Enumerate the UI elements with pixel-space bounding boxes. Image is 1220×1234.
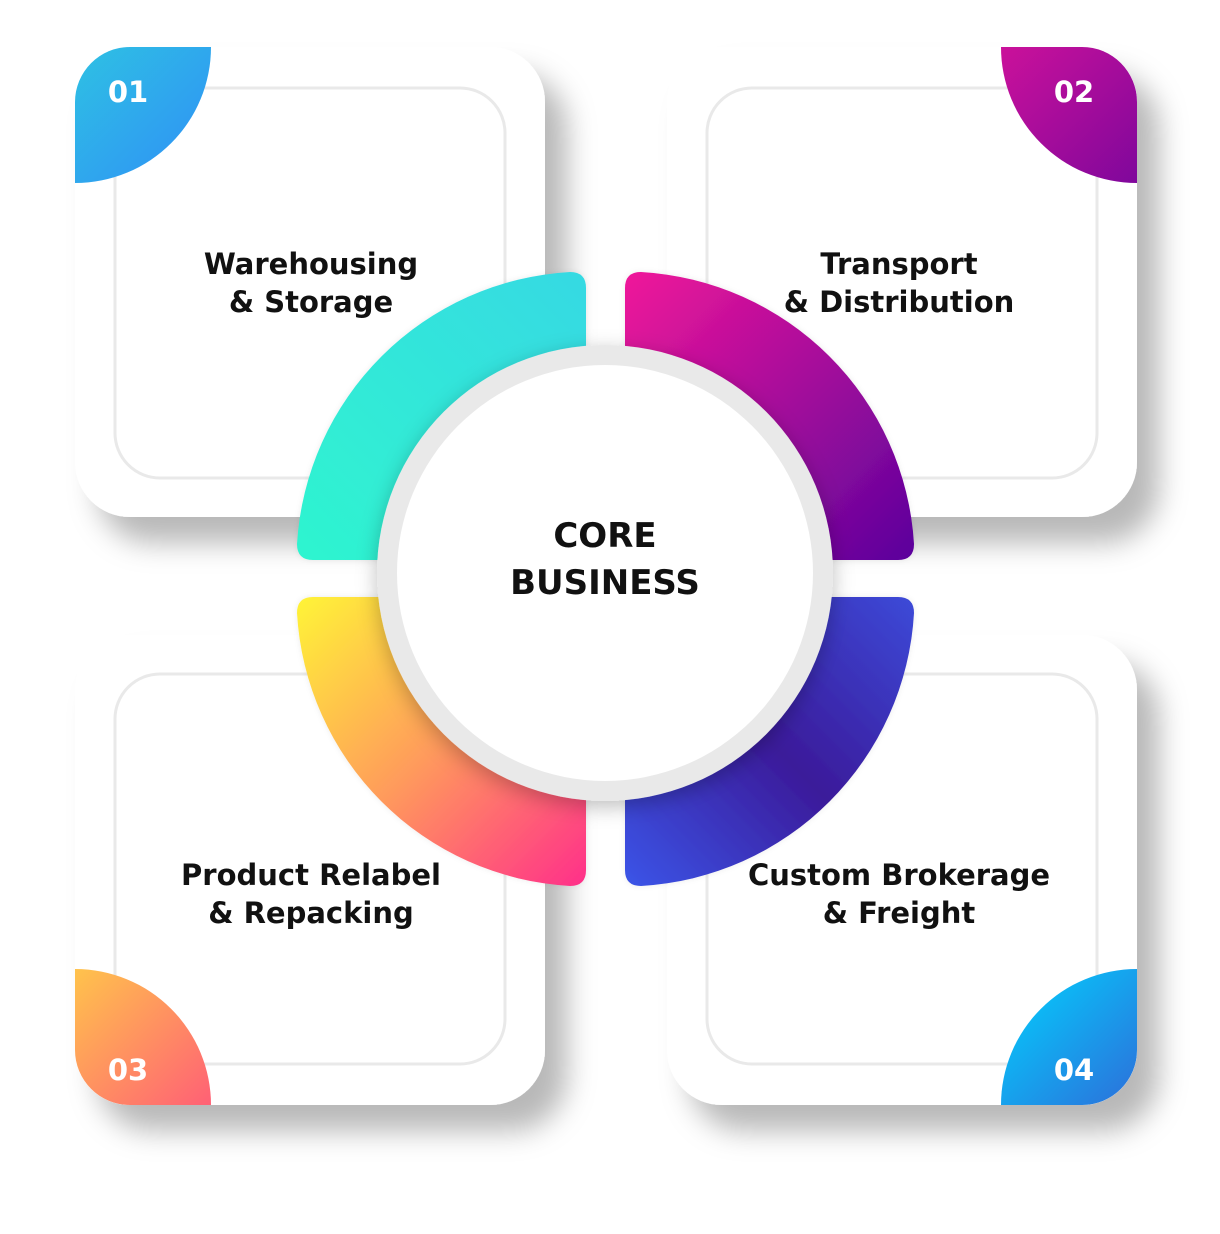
card-title-line2: & Storage <box>229 285 393 319</box>
badge-number-04: 04 <box>1054 1053 1094 1087</box>
badge-circle-01 <box>75 47 211 183</box>
card-title-line1: Custom Brokerage <box>748 858 1050 892</box>
card-title-line2: & Freight <box>823 896 976 930</box>
core-circle: CORE BUSINESS <box>377 345 833 801</box>
card-title-line2: & Distribution <box>784 285 1015 319</box>
core-title-line2: BUSINESS <box>510 563 700 603</box>
badge-circle-03 <box>75 969 211 1105</box>
card-title-line1: Transport <box>820 247 977 281</box>
card-title-line2: & Repacking <box>208 896 414 930</box>
badge-number-01: 01 <box>108 75 148 109</box>
card-title-line1: Warehousing <box>204 247 418 281</box>
badge-number-02: 02 <box>1054 75 1094 109</box>
badge-circle-04 <box>1001 969 1137 1105</box>
core-title-line1: CORE <box>553 516 656 556</box>
badge-number-03: 03 <box>108 1053 148 1087</box>
card-title-line1: Product Relabel <box>181 858 441 892</box>
badge-circle-02 <box>1001 47 1137 183</box>
